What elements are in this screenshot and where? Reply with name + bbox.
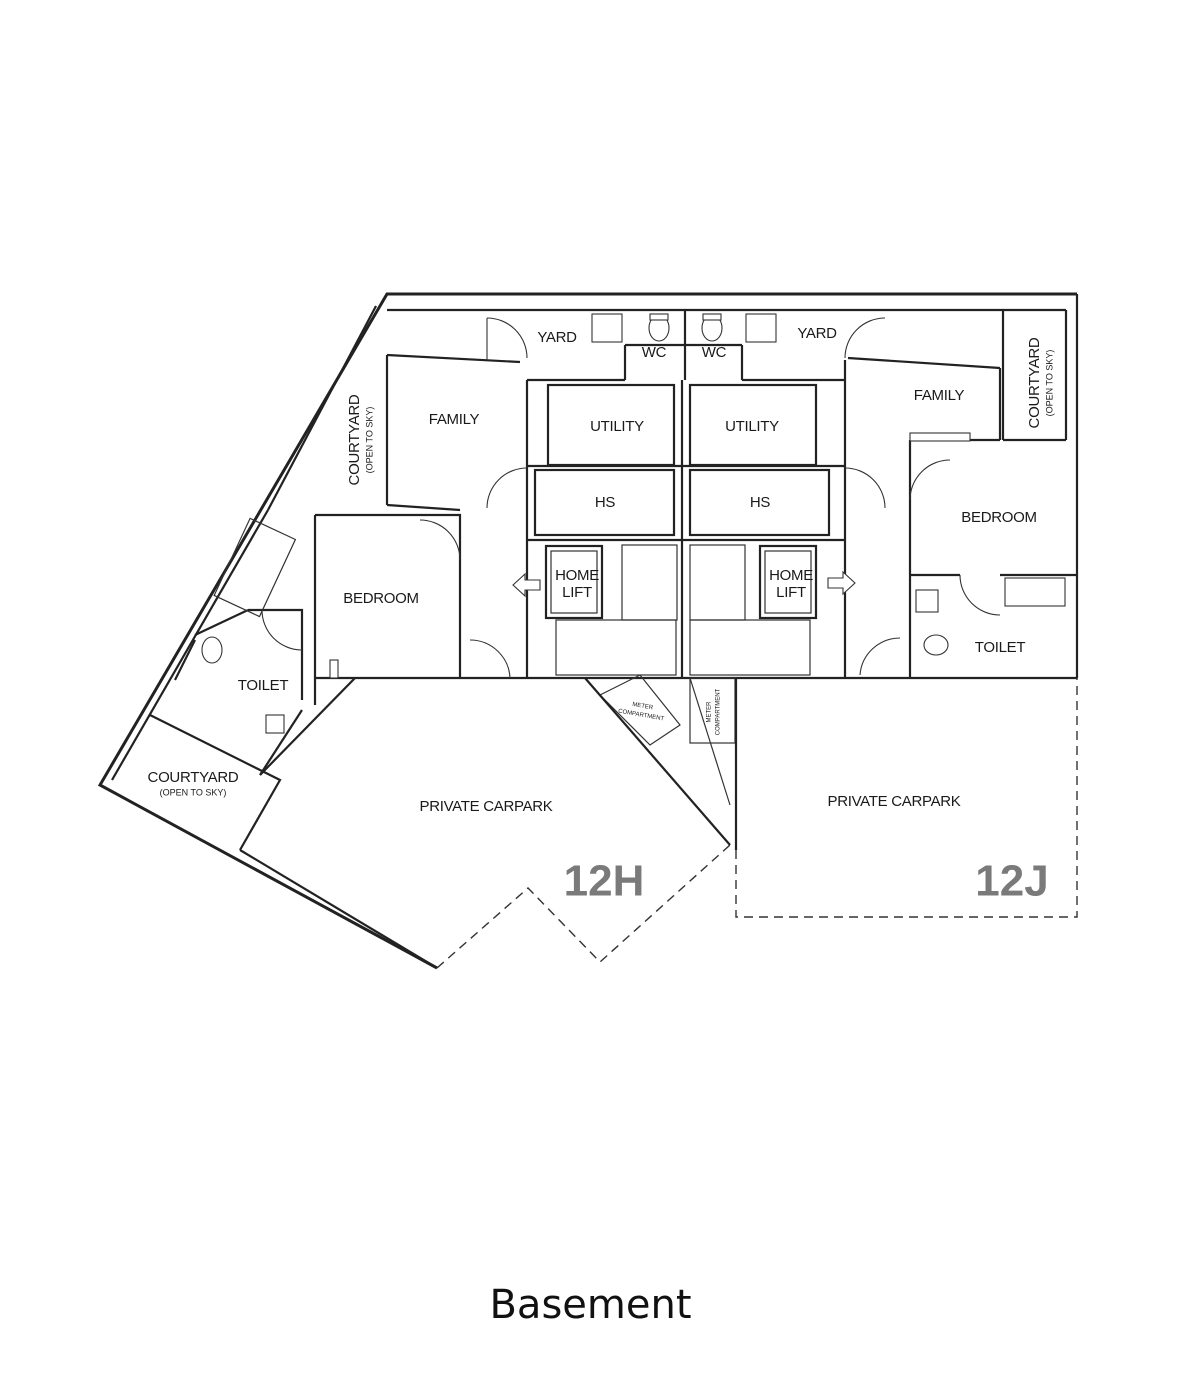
label-private-carpark-left: PRIVATE CARPARK [419,798,552,815]
door-swings [261,317,1001,679]
label-home-right: HOME [769,567,813,584]
label-hs-right: HS [750,494,771,511]
floor-caption: Basement [489,1282,692,1328]
label-family-right: FAMILY [914,387,965,404]
label-private-carpark-right: PRIVATE CARPARK [827,793,960,810]
label-wc-right: WC [702,344,727,361]
right-arrow-icon [827,570,856,596]
label-yard-right: YARD [797,325,837,342]
label-toilet-right: TOILET [975,639,1026,656]
label-utility-left: UTILITY [590,418,644,435]
unit-label-12j: 12J [975,857,1048,906]
label-meter-left: METER [632,702,654,712]
label-bedroom-left: BEDROOM [343,590,418,607]
label-lift-right: LIFT [776,584,806,601]
label-bedroom-right: BEDROOM [961,509,1036,526]
label-meter-right: METER [707,701,713,723]
interior-walls [149,308,1077,969]
left-arrow-icon [512,572,541,598]
label-family-left: FAMILY [429,411,480,428]
label-yard-left: YARD [537,329,577,346]
label-courtyard-left: COURTYARD [346,394,363,485]
fixtures [201,313,1066,734]
outer-boundary [97,292,1079,970]
label-home-left: HOME [555,567,599,584]
label-hs-left: HS [595,494,616,511]
label-wc-left: WC [642,344,667,361]
label-courtyard-bottom: COURTYARD [148,769,239,786]
label-toilet-left: TOILET [238,677,289,694]
label-compartment-right: COMPARTMENT [716,688,722,735]
label-lift-left: LIFT [562,584,592,601]
label-open-to-sky-left: (OPEN TO SKY) [364,407,374,474]
unit-label-12h: 12H [564,857,645,906]
label-courtyard-right: COURTYARD [1026,337,1043,428]
label-utility-right: UTILITY [725,418,779,435]
label-open-to-sky-bottom: (OPEN TO SKY) [160,787,227,797]
label-open-to-sky-right: (OPEN TO SKY) [1044,350,1054,417]
